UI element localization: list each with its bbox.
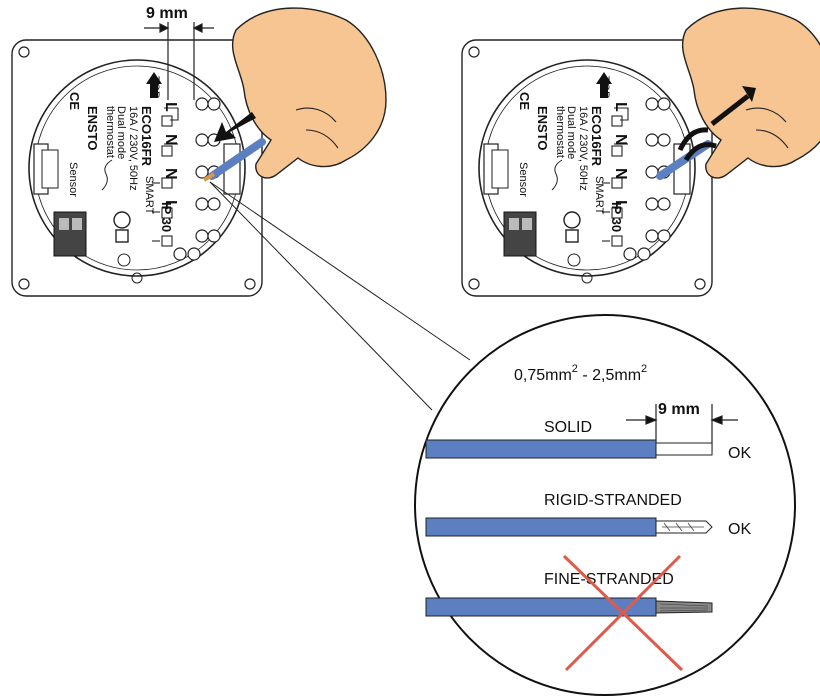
wire-type-label: RIGID-STRANDED xyxy=(544,492,682,509)
solid-wire-insulation xyxy=(425,439,657,459)
mode-line-2: thermostat xyxy=(104,106,116,158)
insert-arrow-icon xyxy=(214,112,256,142)
rigid-wire-insulation xyxy=(425,517,657,537)
model-suffix: SMART xyxy=(593,176,605,215)
cross-section-label: 0,75mm2 - 2,5mm2 xyxy=(514,363,647,384)
mode-line-2: thermostat xyxy=(554,106,566,158)
top-dimension-label: 9 mm xyxy=(146,5,188,22)
wire-status-label: OK xyxy=(728,521,751,538)
fine-wire-strands xyxy=(659,603,709,612)
sensor-label: Sensor xyxy=(67,162,79,197)
model-suffix: SMART xyxy=(143,176,155,215)
wire-status-label: OK xyxy=(728,445,751,462)
magnifier-leader-lines xyxy=(209,181,471,411)
brand-label: ENSTO xyxy=(85,106,100,151)
right-device-illustration: ECO16FR SMART 16A / 230V, 50Hz Dual mode… xyxy=(461,7,820,297)
wire-stripped-end xyxy=(202,172,216,182)
terminal-label: L xyxy=(162,102,179,112)
wire-type-label: FINE-STRANDED xyxy=(544,571,674,588)
strip-length-label: 9 mm xyxy=(658,401,700,418)
top-label: TOP xyxy=(149,76,161,98)
rating-label: 16A / 230V, 50Hz xyxy=(577,106,589,191)
model-label: ECO16FR xyxy=(589,106,604,167)
dimension-bracket-top xyxy=(144,22,214,100)
terminal-label: N xyxy=(612,134,629,146)
right-terminal-labels: L N N L xyxy=(612,102,629,210)
model-label: ECO16FR xyxy=(139,106,154,167)
left-device-illustration: 9 mm ECO16FR SMART 16A / 230V, 50Hz Dual… xyxy=(11,5,387,297)
rating-label: 16A / 230V, 50Hz xyxy=(127,106,139,191)
wire-type-label: SOLID xyxy=(544,419,592,436)
right-device-text: ECO16FR SMART 16A / 230V, 50Hz Dual mode… xyxy=(517,76,624,232)
left-device-text: ECO16FR SMART 16A / 230V, 50Hz Dual mode… xyxy=(67,76,174,232)
terminal-label: L xyxy=(162,200,179,210)
brand-label: ENSTO xyxy=(535,106,550,151)
terminal-label: N xyxy=(612,168,629,180)
terminal-label: N xyxy=(162,134,179,146)
sensor-label: Sensor xyxy=(517,162,529,197)
mode-line-1: Dual mode xyxy=(115,106,127,159)
wire-detail-callout: 0,75mm2 - 2,5mm2 9 mm SOLID OK RIGID-STR… xyxy=(414,314,796,696)
mode-line-1: Dual mode xyxy=(565,106,577,159)
solid-wire-conductor xyxy=(655,442,713,456)
top-label: TOP xyxy=(599,76,611,98)
rigid-wire-strands xyxy=(662,522,704,532)
ip-rating: IP 30 xyxy=(159,202,174,232)
reject-cross-icon xyxy=(562,554,684,672)
left-terminal-labels: L N N L xyxy=(162,102,179,210)
terminal-label: L xyxy=(612,102,629,112)
wire-being-inserted xyxy=(208,138,266,180)
wire-being-twisted xyxy=(656,140,712,180)
ce-mark: CE xyxy=(517,92,532,110)
twist-arrows-icon xyxy=(677,94,750,162)
terminal-label: L xyxy=(612,200,629,210)
terminal-label: N xyxy=(162,168,179,180)
ce-mark: CE xyxy=(67,92,82,110)
pull-arrow-head-icon xyxy=(742,86,756,102)
ip-rating: IP 30 xyxy=(609,202,624,232)
